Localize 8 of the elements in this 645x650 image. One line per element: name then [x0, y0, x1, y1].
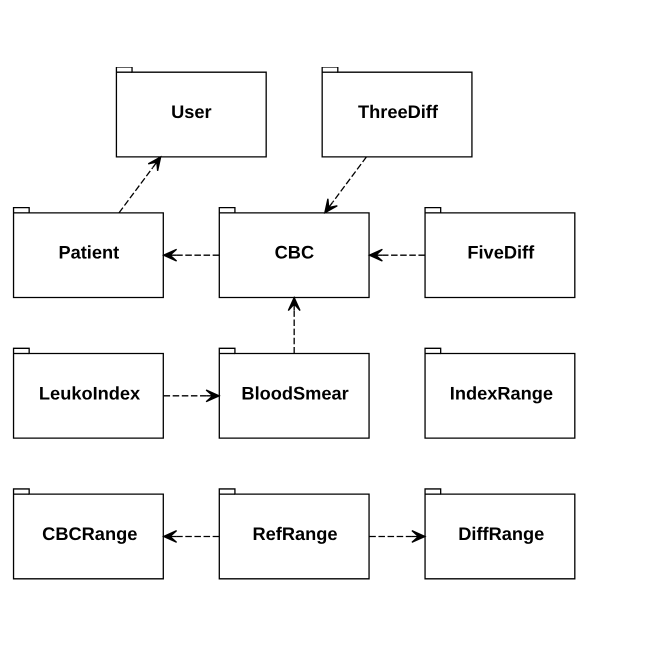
arrow [324, 156, 367, 213]
arrow [118, 156, 162, 213]
arrow [162, 248, 220, 262]
arrow [369, 529, 426, 542]
arrow [164, 388, 220, 402]
arrow [162, 529, 220, 542]
arrow [368, 248, 425, 262]
arrow [288, 296, 301, 353]
